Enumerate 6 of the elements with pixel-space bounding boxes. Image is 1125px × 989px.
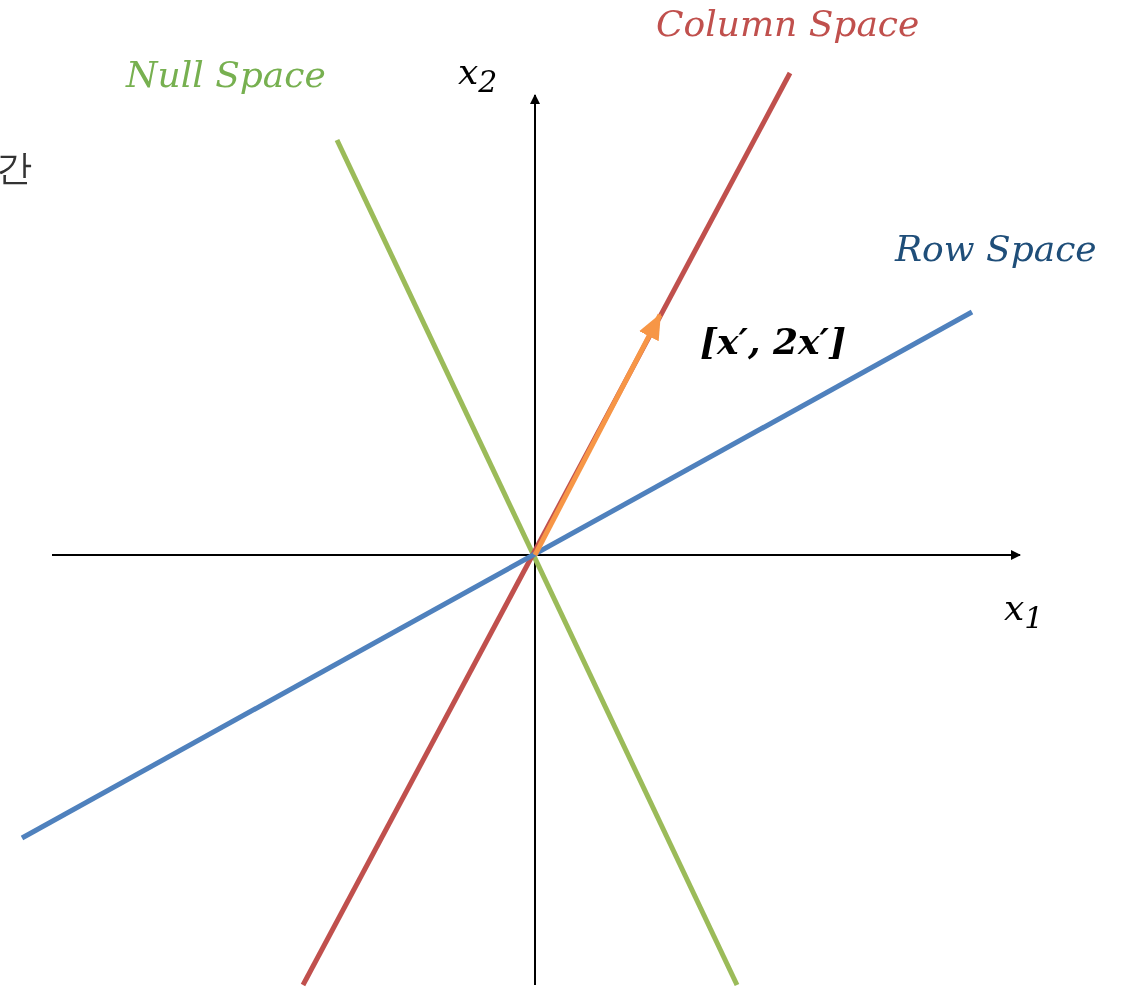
line-label: Column Space — [656, 4, 920, 44]
line-label: Null Space — [126, 55, 326, 95]
axis-label: x$_{1}$ — [1004, 588, 1044, 635]
axis-label: x$_{2}$ — [458, 52, 498, 99]
vector-label: [x′, 2x′] — [700, 322, 847, 362]
line-label: Row Space — [895, 229, 1097, 269]
